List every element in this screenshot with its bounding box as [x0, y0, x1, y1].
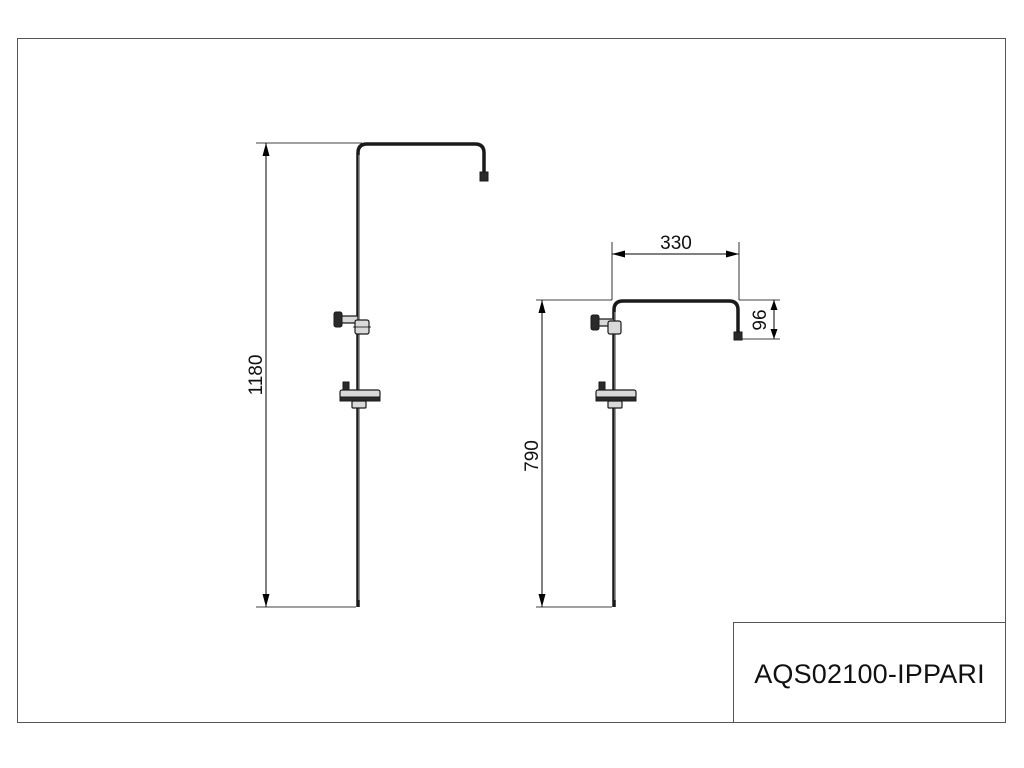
- dimension-arm-drop: 96: [739, 299, 780, 340]
- shower-rail-view: 790 330 96: [522, 233, 780, 608]
- dimension-label-rail-height: 790: [522, 440, 543, 472]
- rail-diverter-knob: [590, 314, 622, 335]
- title-block: AQS02100-IPPARI: [733, 622, 1005, 722]
- arm-outlet: [733, 331, 743, 341]
- rail-pipe: [612, 299, 740, 607]
- dimension-overall-height: 1180: [246, 142, 362, 608]
- dimension-label-arm-reach: 330: [660, 233, 692, 254]
- drawing-frame: [17, 38, 1006, 723]
- dimension-arm-reach: 330: [611, 233, 740, 300]
- shower-column-full: 1180: [246, 142, 489, 608]
- dimension-label-overall-height: 1180: [246, 355, 267, 396]
- dimension-rail-height: 790: [522, 299, 612, 608]
- slider-holder: [339, 381, 381, 409]
- dimension-label-arm-drop: 96: [750, 309, 771, 330]
- head-connector: [479, 171, 489, 182]
- riser-pipe: [356, 142, 486, 607]
- diverter-knob: [333, 311, 371, 335]
- model-code: AQS02100-IPPARI: [754, 659, 985, 689]
- rail-slider-holder: [595, 381, 637, 409]
